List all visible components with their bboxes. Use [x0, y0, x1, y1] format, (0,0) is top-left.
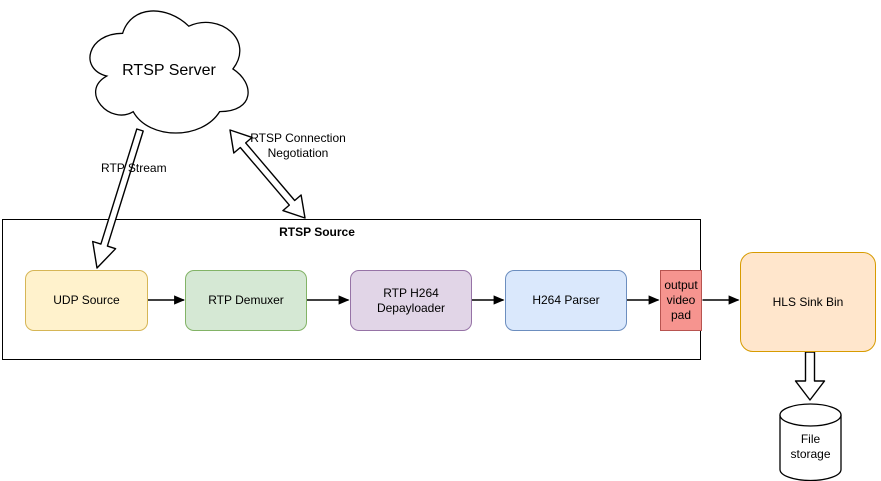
node-hls-sink-bin-label: HLS Sink Bin [772, 294, 844, 309]
rtp-stream-label: RTP Stream [101, 161, 167, 175]
node-hls-sink-bin: HLS Sink Bin [740, 252, 876, 352]
node-h264-parser-label: H264 Parser [532, 293, 600, 307]
node-h264-parser: H264 Parser [505, 270, 627, 331]
node-udp-source-label: UDP Source [53, 293, 120, 307]
file-storage-label: File storage [790, 432, 831, 461]
node-rtp-demuxer-label: RTP Demuxer [208, 293, 284, 307]
node-rtp-h264-depayloader: RTP H264 Depayloader [350, 270, 472, 331]
rtsp-server-cloud [90, 11, 248, 133]
node-rtp-demuxer: RTP Demuxer [185, 270, 307, 331]
file-storage-cylinder [779, 415, 842, 481]
node-udp-source: UDP Source [25, 270, 148, 331]
rtsp-negotiation-label: RTSP Connection Negotiation [250, 131, 346, 160]
rtsp-source-title: RTSP Source [279, 225, 355, 239]
node-rtp-h264-depayloader-label: RTP H264 Depayloader [376, 285, 446, 315]
hls-to-storage-arrow [794, 351, 826, 401]
node-output-video-pad: output video pad [660, 270, 702, 331]
rtp-stream-arrow [91, 128, 144, 269]
node-output-video-pad-label: output video pad [664, 278, 698, 322]
cloud-label: RTSP Server [122, 62, 216, 79]
file-storage-cylinder-top [779, 403, 842, 427]
rtsp-negotiation-arrow [229, 129, 306, 219]
